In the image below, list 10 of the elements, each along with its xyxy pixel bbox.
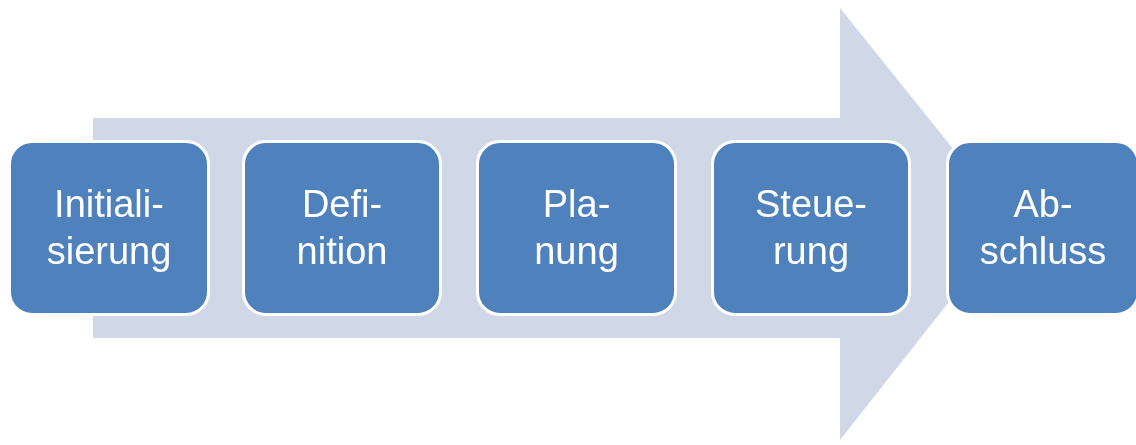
process-step-box	[476, 140, 677, 316]
process-step-box	[8, 140, 210, 316]
step-label: Pla- nung	[534, 181, 619, 274]
step-label: Defi- nition	[296, 181, 388, 274]
process-step-box	[946, 140, 1136, 316]
step-label: Ab- schluss	[979, 181, 1107, 274]
step-label: Steue- rung	[755, 181, 867, 274]
step-label: Initiali- sierung	[46, 181, 172, 274]
process-step-box	[711, 140, 911, 316]
process-step-box	[242, 140, 442, 316]
